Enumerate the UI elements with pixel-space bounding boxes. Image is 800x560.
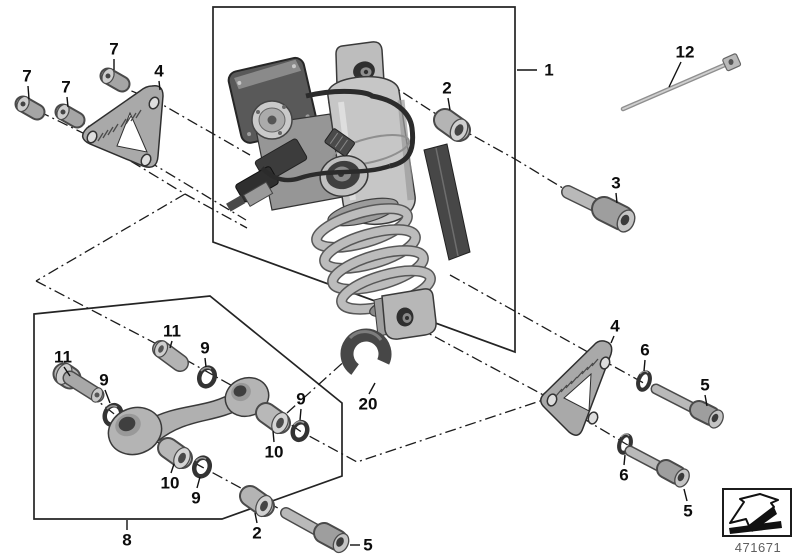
callout-9-a[interactable]: 9 xyxy=(99,370,109,390)
callout-10-bottom[interactable]: 10 xyxy=(160,473,180,493)
callout-1[interactable]: 1 xyxy=(544,60,554,80)
strut-cable-connector xyxy=(324,128,355,157)
callout-10-right[interactable]: 10 xyxy=(264,442,284,462)
callout-9-b[interactable]: 9 xyxy=(200,338,210,358)
frame-boxes xyxy=(33,6,516,520)
callout-6-upper[interactable]: 6 xyxy=(640,340,650,360)
callout-11-top[interactable]: 11 xyxy=(163,321,181,341)
callout-leaders xyxy=(27,59,708,546)
part-sleeve-11-top xyxy=(152,340,189,372)
callout-9-c[interactable]: 9 xyxy=(296,389,306,409)
part-nut-7-a xyxy=(14,95,46,121)
part-oring-9-c xyxy=(290,419,310,443)
callout-8[interactable]: 8 xyxy=(122,530,132,550)
callout-5-bottom[interactable]: 5 xyxy=(363,535,373,555)
callout-12[interactable]: 12 xyxy=(675,42,695,62)
callout-7-a[interactable]: 7 xyxy=(22,66,32,86)
callout-7-c[interactable]: 7 xyxy=(109,39,119,59)
strut-cables xyxy=(260,88,416,183)
part-pin-11-left xyxy=(52,362,105,403)
callout-5-lower[interactable]: 5 xyxy=(683,501,693,521)
callout-4-lower[interactable]: 4 xyxy=(610,316,620,336)
part-lever-arm xyxy=(107,376,270,456)
part-bushing-10-bottom xyxy=(157,437,193,470)
drawing-number: 471671 xyxy=(734,540,782,555)
bracket-knurl-marks xyxy=(97,109,142,142)
part-bushing-2-lower xyxy=(239,485,275,518)
part-bolt-3 xyxy=(561,185,636,233)
callout-6-lower[interactable]: 6 xyxy=(619,465,629,485)
part-bolt-5-bottom xyxy=(280,507,350,554)
callout-2-upper[interactable]: 2 xyxy=(442,78,452,98)
part-cable-tie-12 xyxy=(620,53,742,112)
part-spring-strut xyxy=(226,41,471,340)
frame-box-part-1 xyxy=(212,6,516,354)
direction-indicator-box xyxy=(722,488,792,537)
frame-box-part-8 xyxy=(33,295,343,520)
part-bushing-10-right xyxy=(255,402,291,435)
callout-3[interactable]: 3 xyxy=(611,173,621,193)
part-oring-9-b xyxy=(196,365,218,389)
callout-2-lower[interactable]: 2 xyxy=(252,523,262,543)
part-link-lever-8 xyxy=(52,340,310,479)
bracket-knurl-marks xyxy=(555,358,599,397)
part-nut-7-c xyxy=(99,67,131,93)
part-bolt-5-upper xyxy=(650,383,724,429)
callout-11-left[interactable]: 11 xyxy=(54,347,72,367)
strut-lower-clevis xyxy=(373,288,437,340)
direction-arrow-icon xyxy=(729,493,782,534)
callout-20[interactable]: 20 xyxy=(358,394,378,414)
part-nut-7-b xyxy=(54,103,86,129)
callout-9-d[interactable]: 9 xyxy=(191,488,201,508)
part-cover-20 xyxy=(340,328,392,380)
part-bushing-2-upper xyxy=(433,108,471,142)
part-bracket-4-upper xyxy=(81,84,164,168)
callout-7-b[interactable]: 7 xyxy=(61,77,71,97)
callout-5-upper[interactable]: 5 xyxy=(700,375,710,395)
part-bolt-5-lower xyxy=(624,445,690,488)
callout-4-upper[interactable]: 4 xyxy=(154,61,164,81)
part-bracket-4-lower xyxy=(540,340,613,436)
part-oring-9-d xyxy=(191,455,213,479)
part-washer-6-upper xyxy=(636,370,652,392)
